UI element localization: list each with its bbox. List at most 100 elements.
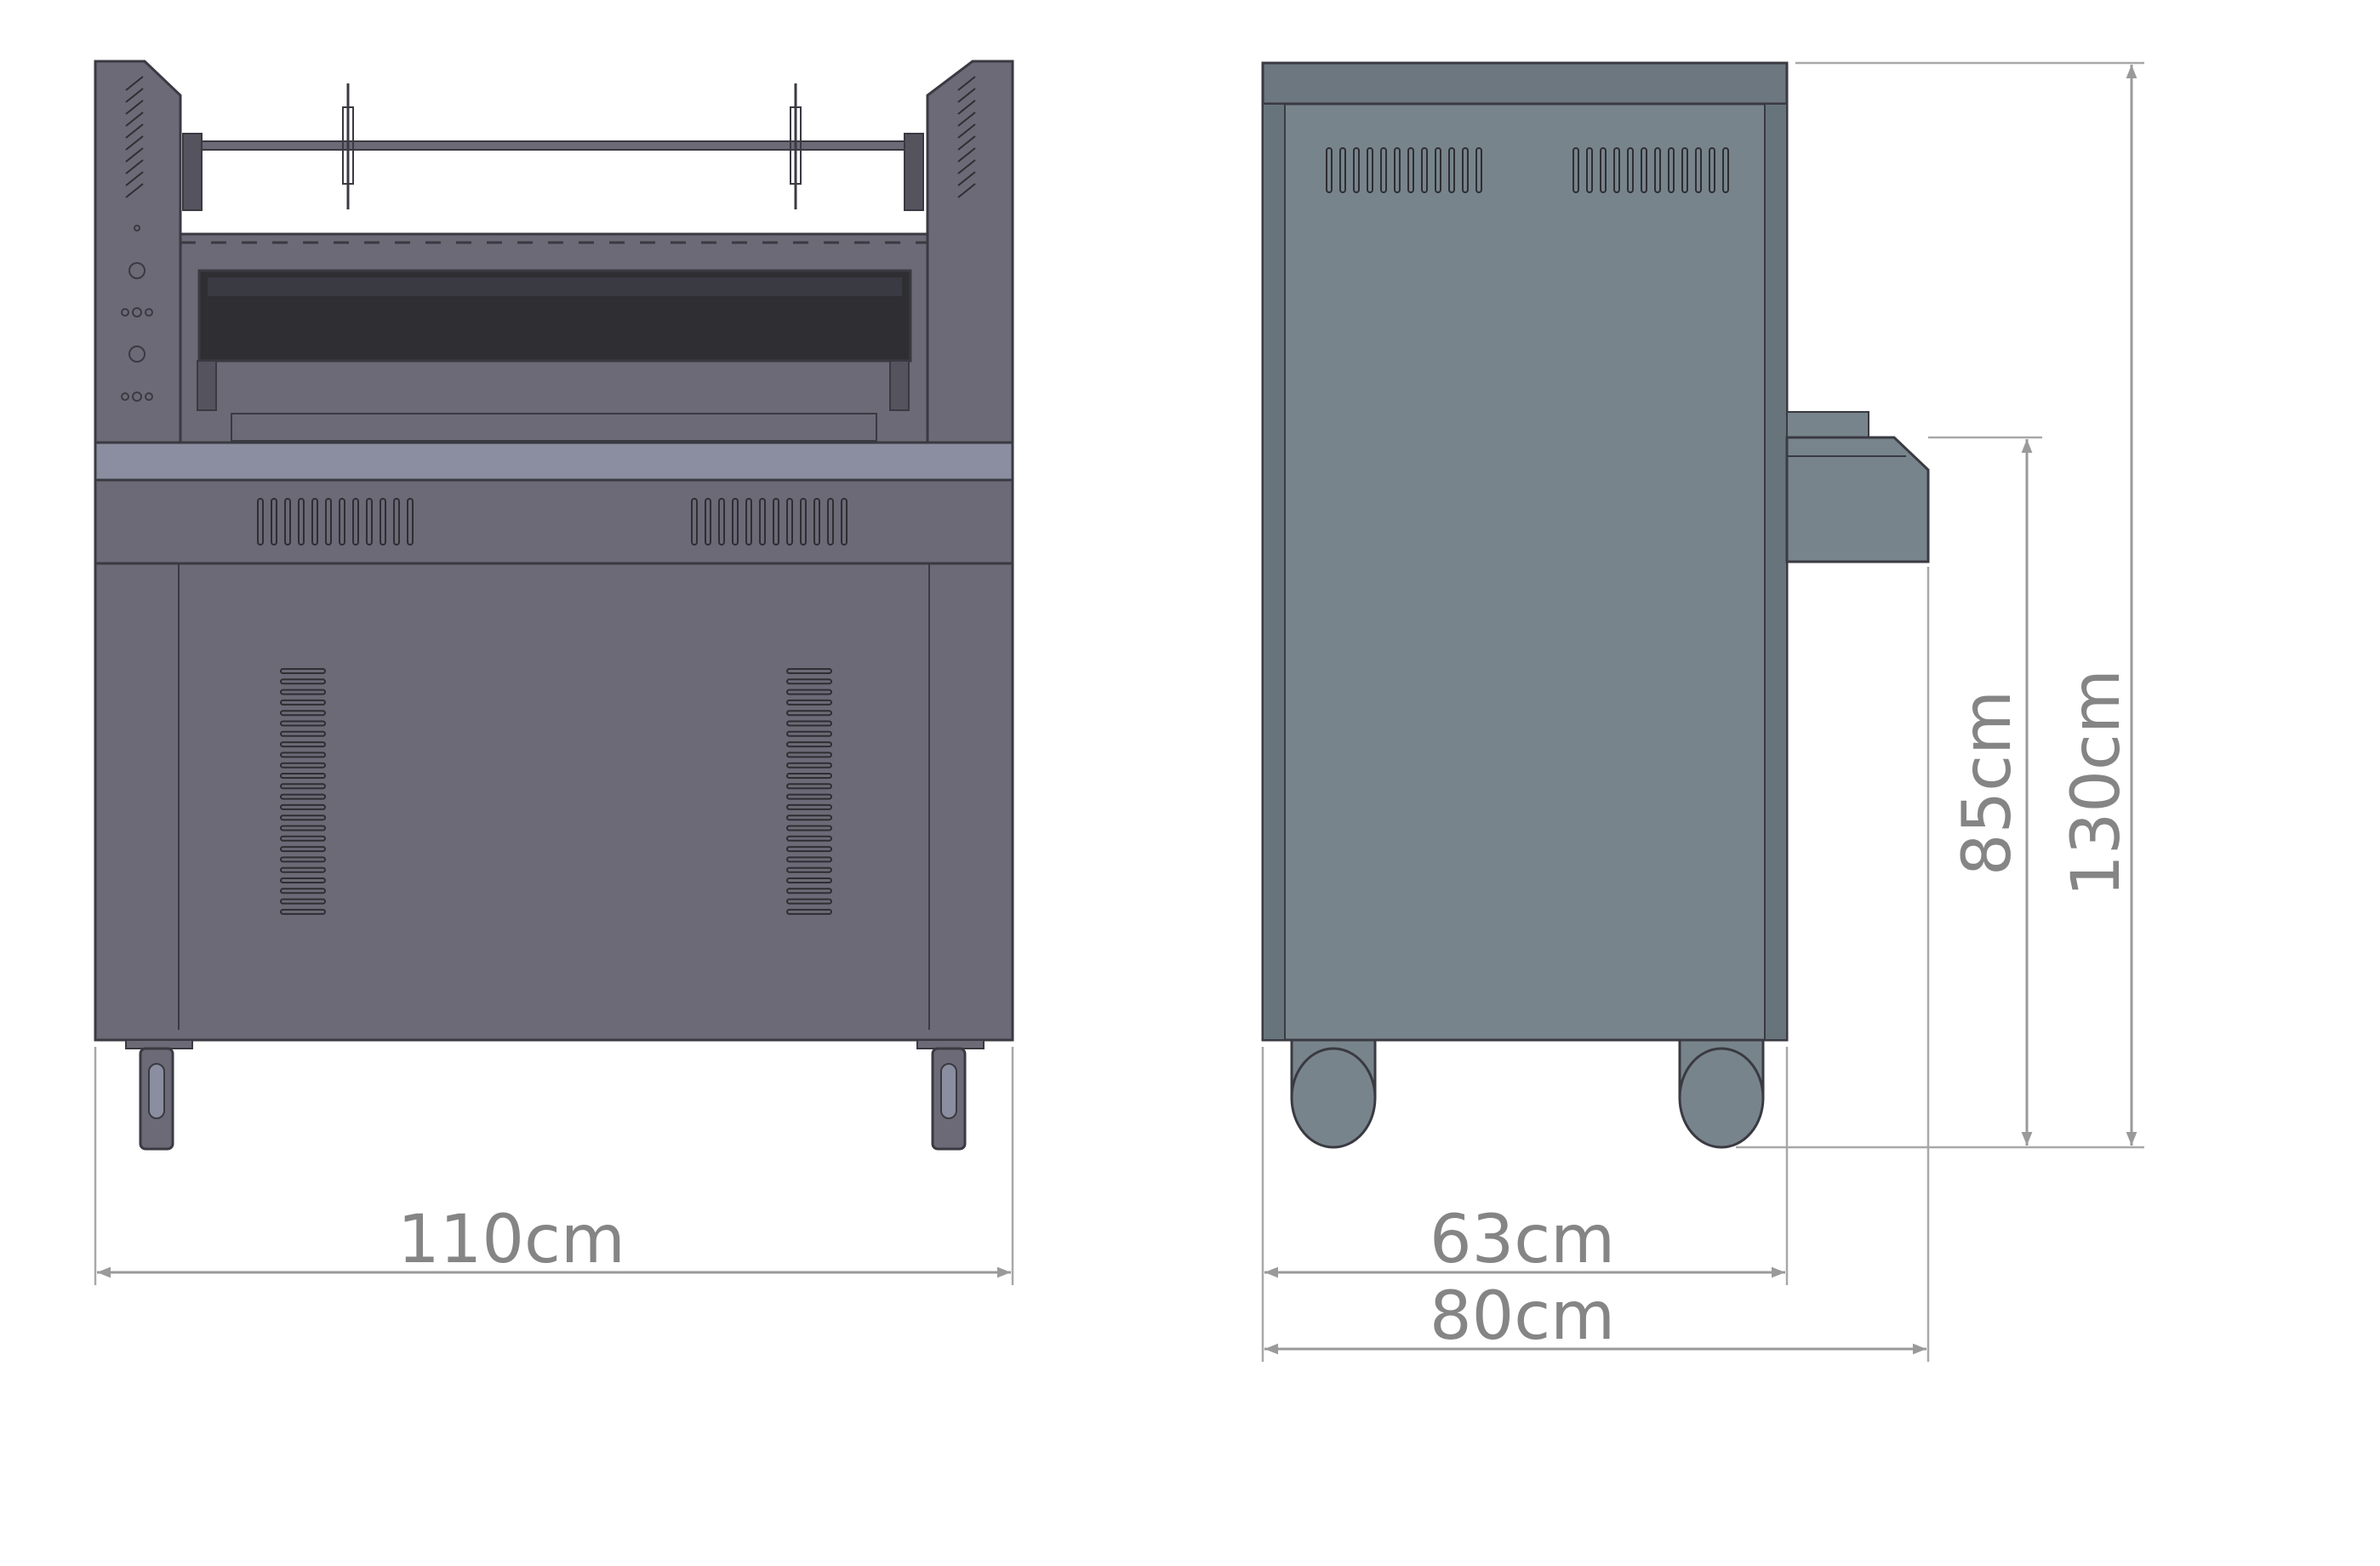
tower-vent-slash <box>957 88 976 103</box>
cabinet-vent-slot <box>786 783 832 790</box>
cabinet-vent-slot <box>786 689 832 695</box>
vent-slot <box>407 498 414 546</box>
tower-vent-slash <box>957 159 976 174</box>
cabinet-vent-slot <box>786 866 832 873</box>
cabinet-vent-slot <box>786 741 832 748</box>
vent-slot <box>380 498 386 546</box>
cabinet-vent-slot <box>280 678 326 685</box>
vent-slot <box>800 498 807 546</box>
cabinet-vent-slot <box>280 783 326 790</box>
side-vent-slot <box>1394 147 1401 193</box>
tower-vent-slash <box>125 76 144 91</box>
vent-slot <box>352 498 359 546</box>
cabinet-vent-slot <box>786 908 832 915</box>
side-vent-slot <box>1627 147 1634 193</box>
cabinet-vent-slot <box>280 835 326 842</box>
vent-slot <box>773 498 779 546</box>
cabinet-vent-slot <box>280 846 326 853</box>
cabinet-vent-slot <box>280 856 326 863</box>
side-vent-slot <box>1380 147 1387 193</box>
side-vent-slot <box>1367 147 1373 193</box>
side-vent-slot <box>1475 147 1482 193</box>
tower-vent-slash <box>125 147 144 163</box>
side-counter-top <box>1261 61 1789 106</box>
cabinet-vent-slot <box>280 689 326 695</box>
side-casters <box>1290 1038 1765 1149</box>
cabinet-vent-slot <box>786 856 832 863</box>
cabinet-vent-slot <box>280 699 326 706</box>
tower-vent-slash <box>125 159 144 174</box>
vent-slot <box>732 498 739 546</box>
front-casters <box>125 1039 985 1151</box>
cabinet-vent-slot <box>786 730 832 737</box>
cabinet-vent-slot <box>280 866 326 873</box>
cabinet-vent-slot <box>280 803 326 810</box>
depth-label-total: 80cm <box>1430 1278 1615 1355</box>
front-panel-vent-slots <box>257 498 848 546</box>
cabinet-vent-slot <box>280 741 326 748</box>
dimension-lines <box>94 61 2144 1362</box>
side-vent-slot <box>1681 147 1688 193</box>
cabinet-vent-slot <box>786 835 832 842</box>
cabinet-vent-slot <box>280 793 326 800</box>
vent-slot <box>325 498 332 546</box>
tower-vent-slash <box>125 183 144 198</box>
cabinet-vent-slot <box>786 825 832 832</box>
side-vent-slot <box>1407 147 1414 193</box>
tower-vent-slash <box>125 111 144 127</box>
cabinet-vent-slot <box>786 668 832 674</box>
side-vent-slot <box>1641 147 1647 193</box>
width-label-front: 110cm <box>397 1202 625 1278</box>
cabinet-vent-slot <box>786 678 832 685</box>
side-vent-slot <box>1613 147 1620 193</box>
side-vent-slot <box>1572 147 1579 193</box>
side-vent-slot <box>1600 147 1607 193</box>
cabinet-vent-slot <box>280 710 326 717</box>
cabinet-vent-slot <box>280 730 326 737</box>
vent-slot <box>271 498 277 546</box>
front-right-tower <box>926 60 1014 444</box>
side-vent-slot <box>1668 147 1675 193</box>
cabinet-vent-slot <box>786 752 832 758</box>
side-vent-slot <box>1326 147 1333 193</box>
cabinet-vent-slot <box>786 814 832 821</box>
vent-slot <box>298 498 305 546</box>
vent-slot <box>718 498 725 546</box>
side-view-grill <box>1261 61 1930 1149</box>
cabinet-vent-slot <box>786 710 832 717</box>
drip-tray <box>231 413 877 442</box>
control-knobs <box>121 225 153 402</box>
cabinet-vent-slot <box>280 888 326 894</box>
vent-slot <box>786 498 793 546</box>
cabinet-vent-slot <box>280 898 326 905</box>
front-cabinet-vents <box>280 668 832 915</box>
side-vent-slot <box>1586 147 1593 193</box>
tower-vent-slash <box>957 135 976 151</box>
vent-slot <box>284 498 291 546</box>
front-cabinet <box>94 562 1014 1042</box>
side-vent-slot <box>1722 147 1729 193</box>
tower-vent-slash <box>125 100 144 115</box>
tower-vent-slash <box>957 147 976 163</box>
side-vent-slot <box>1462 147 1469 193</box>
tower-vent-slash <box>957 76 976 91</box>
cabinet-vent-slot <box>280 908 326 915</box>
front-view-grill <box>94 60 1014 1151</box>
front-control-panel <box>94 478 1014 565</box>
cabinet-vent-slot <box>786 877 832 883</box>
cabinet-vent-slot <box>786 888 832 894</box>
depth-label-body: 63cm <box>1430 1202 1615 1278</box>
side-vent-slot <box>1654 147 1661 193</box>
tower-vent-slash <box>957 171 976 186</box>
side-vent-slot <box>1435 147 1441 193</box>
cabinet-vent-slot <box>786 846 832 853</box>
side-vent-slot <box>1421 147 1428 193</box>
cabinet-vent-slot <box>786 793 832 800</box>
vent-slot <box>841 498 848 546</box>
side-shelf <box>1785 411 1930 563</box>
tower-vent-slash <box>957 183 976 198</box>
vent-slot <box>311 498 318 546</box>
tower-vent-slash <box>957 100 976 115</box>
vent-slot <box>813 498 820 546</box>
tower-vent-slash <box>125 123 144 139</box>
